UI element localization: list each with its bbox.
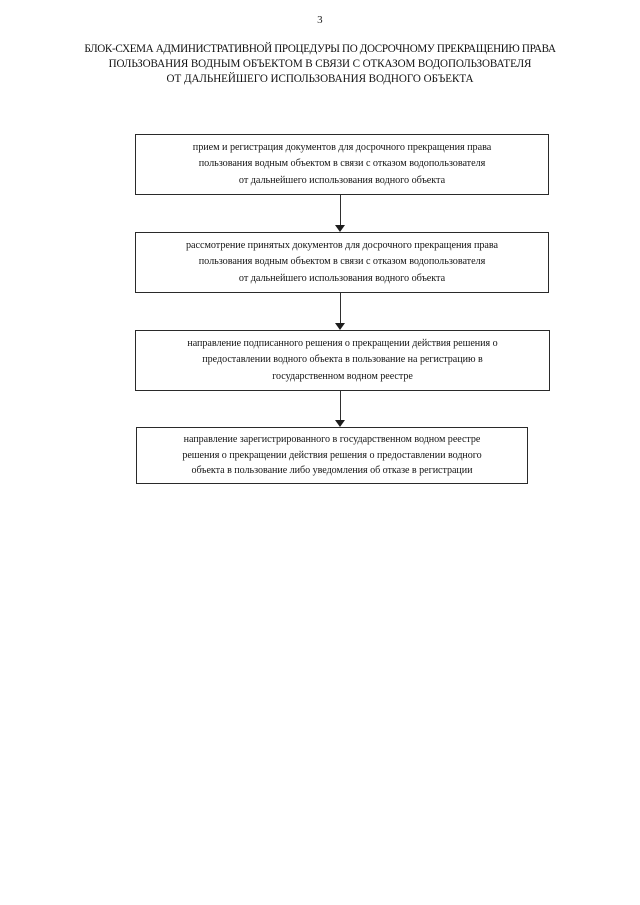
- flowchart-arrow-2: [334, 293, 348, 330]
- node-4-line-2: решения о прекращении действия решения о…: [182, 449, 482, 461]
- arrow-stem-2: [340, 293, 341, 323]
- page-title-line-2: ПОЛЬЗОВАНИЯ ВОДНЫМ ОБЪЕКТОМ В СВЯЗИ С ОТ…: [108, 58, 532, 71]
- flowchart-node-2: рассмотрение принятых документов для дос…: [135, 232, 549, 293]
- node-3-line-1: направление подписанного решения о прекр…: [187, 337, 498, 349]
- flowchart-node-4: направление зарегистрированного в госуда…: [136, 427, 528, 484]
- page-title: БЛОК-СХЕМА АДМИНИСТРАТИВНОЙ ПРОЦЕДУРЫ ПО…: [36, 42, 604, 88]
- flowchart-arrow-1: [334, 195, 348, 232]
- node-3-line-2: предоставлении водного объекта в пользов…: [202, 354, 483, 366]
- node-3-line-3: государственном водном реестре: [272, 370, 413, 382]
- page-title-line-1: БЛОК-СХЕМА АДМИНИСТРАТИВНОЙ ПРОЦЕДУРЫ ПО…: [84, 43, 556, 55]
- node-1-line-3: от дальнейшего использования водного объ…: [238, 174, 446, 186]
- arrow-head-down-icon-2: [335, 323, 345, 330]
- node-2-line-3: от дальнейшего использования водного объ…: [238, 272, 446, 284]
- flowchart-node-2-text: рассмотрение принятых документов для дос…: [144, 238, 540, 287]
- flowchart-node-4-text: направление зарегистрированного в госуда…: [145, 432, 519, 479]
- arrow-stem-1: [340, 195, 341, 225]
- node-4-line-3: объекта в пользование либо уведомления о…: [191, 465, 473, 477]
- arrow-head-down-icon-1: [335, 225, 345, 232]
- node-2-line-2: пользования водным объектом в связи с от…: [198, 256, 486, 268]
- flowchart-node-1-text: прием и регистрация документов для досро…: [144, 140, 540, 189]
- page-number: 3: [317, 14, 323, 26]
- node-4-line-1: направление зарегистрированного в госуда…: [183, 433, 481, 445]
- flowchart-node-3: направление подписанного решения о прекр…: [135, 330, 550, 391]
- flowchart-arrow-3: [334, 391, 348, 427]
- node-1-line-2: пользования водным объектом в связи с от…: [198, 158, 486, 170]
- node-1-line-1: прием и регистрация документов для досро…: [192, 141, 492, 153]
- arrow-stem-3: [340, 391, 341, 420]
- arrow-head-down-icon-3: [335, 420, 345, 427]
- flowchart-node-1: прием и регистрация документов для досро…: [135, 134, 549, 195]
- node-2-line-1: рассмотрение принятых документов для дос…: [185, 239, 499, 251]
- page-title-line-3: ОТ ДАЛЬНЕЙШЕГО ИСПОЛЬЗОВАНИЯ ВОДНОГО ОБЪ…: [166, 73, 474, 86]
- flowchart-node-3-text: направление подписанного решения о прекр…: [144, 336, 541, 385]
